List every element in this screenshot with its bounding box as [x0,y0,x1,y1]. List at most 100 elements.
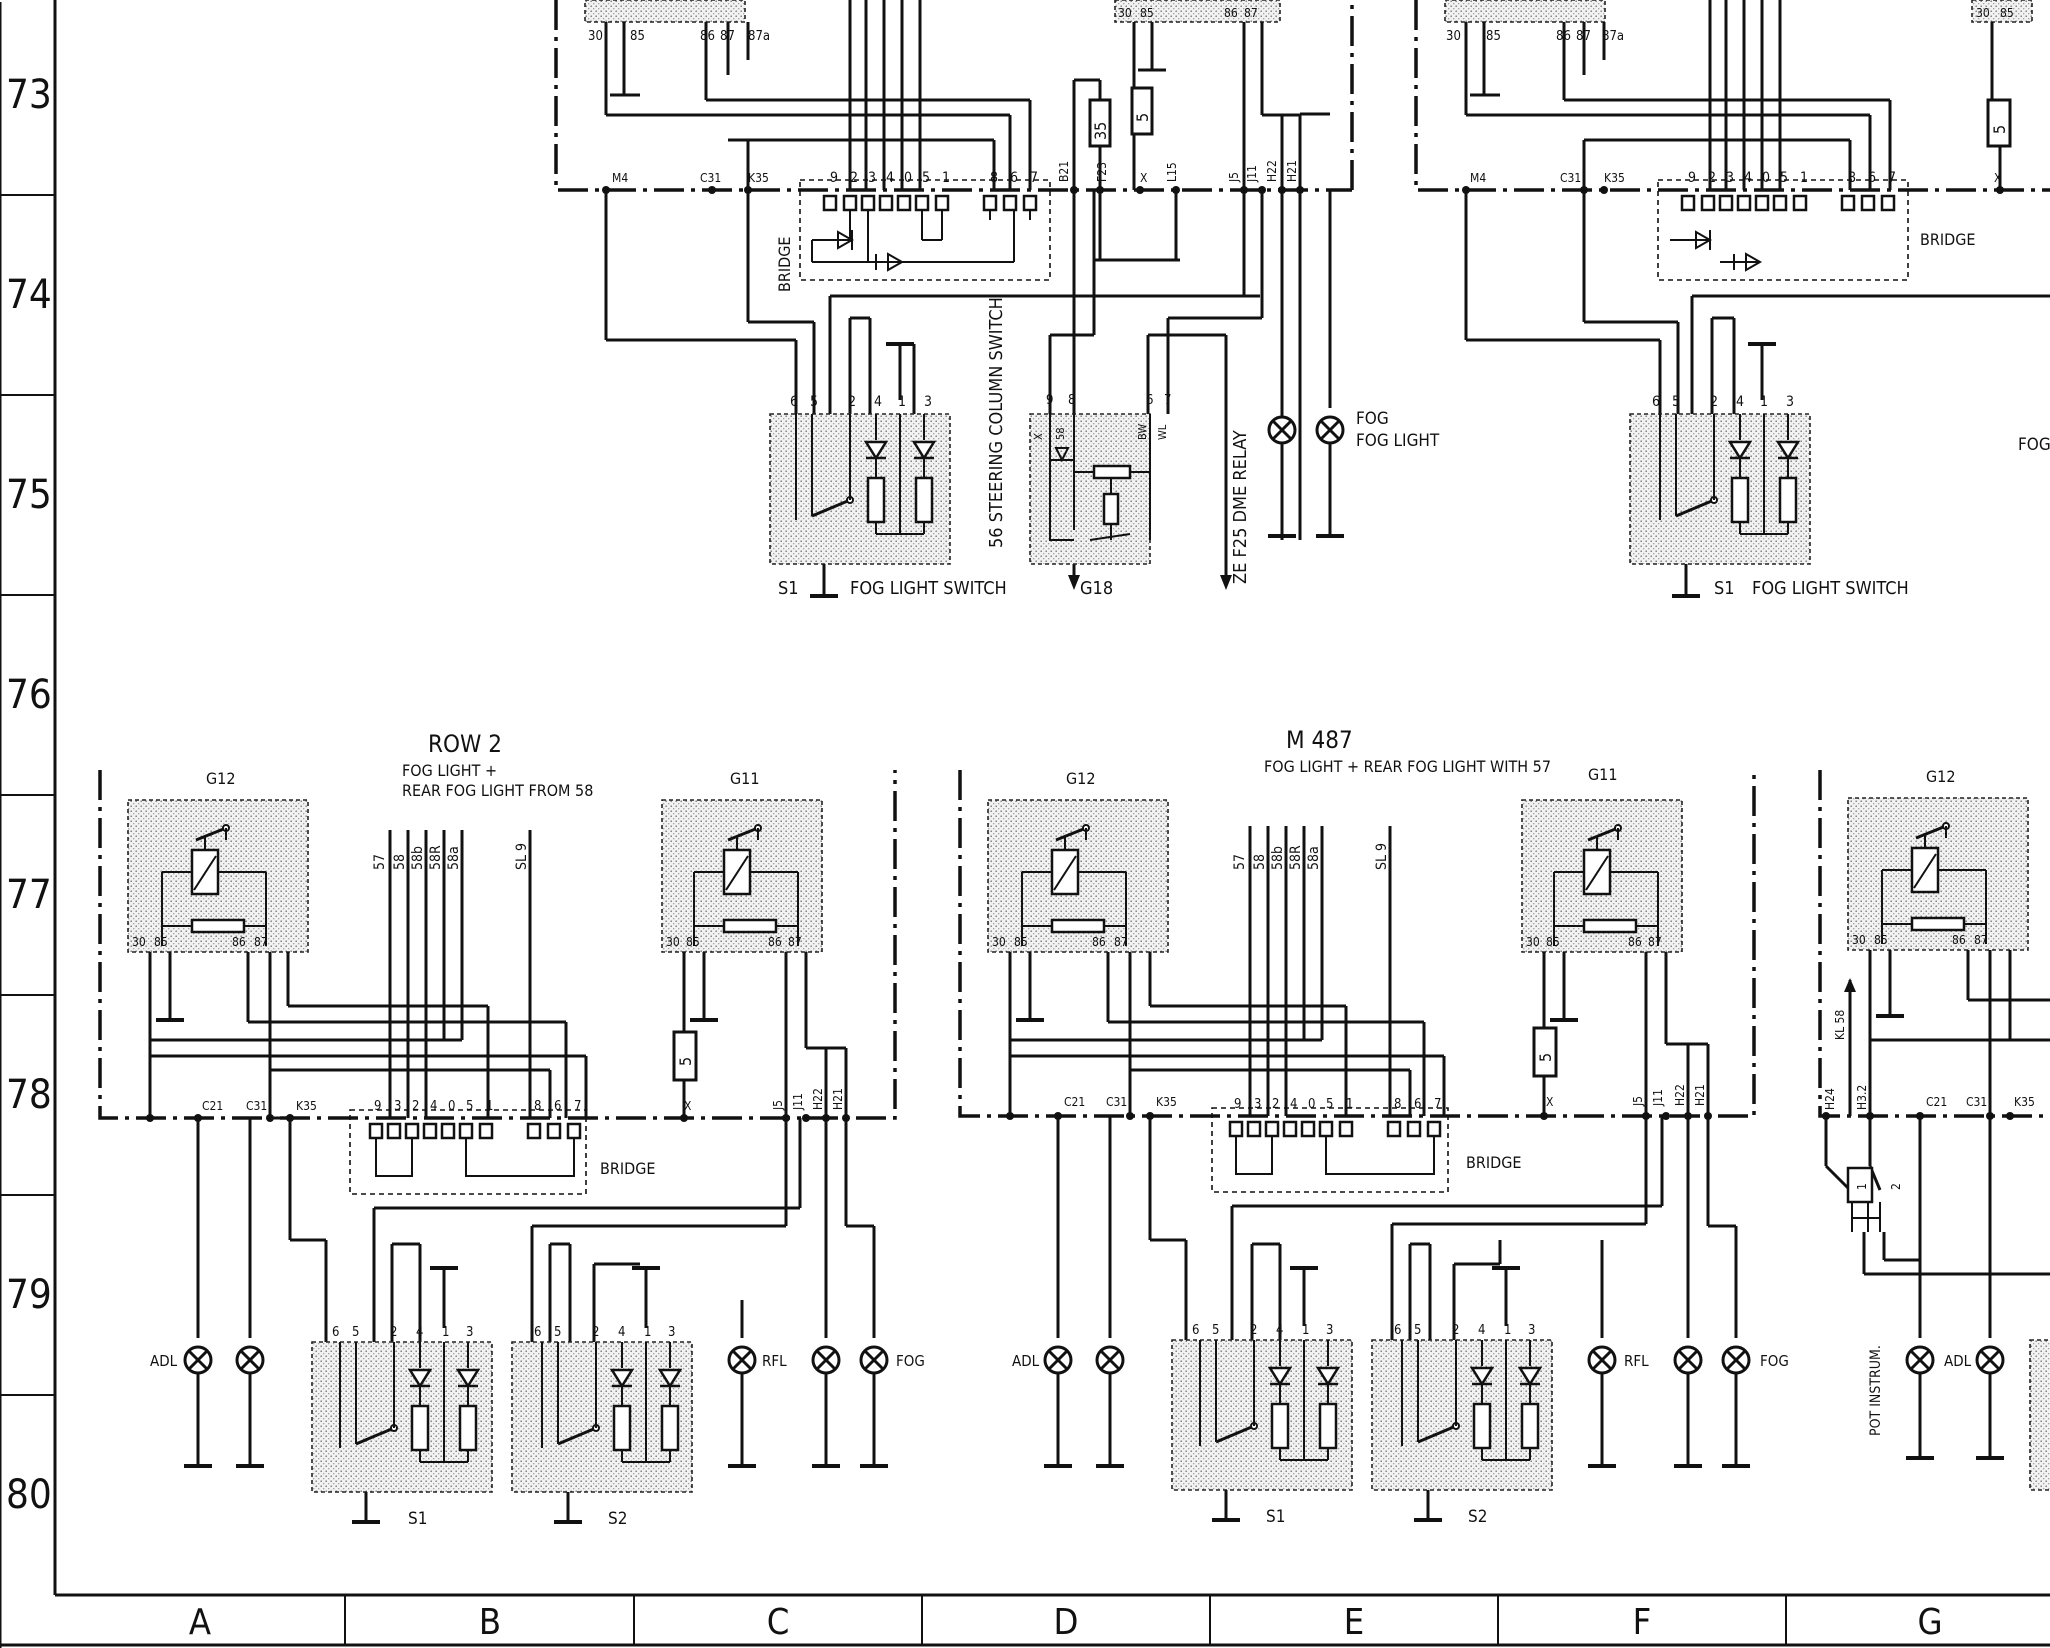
bridge-pin-label: 1 [486,1099,493,1114]
bridge-pin-label: 0 [448,1099,455,1114]
column-letter: E [1344,1602,1364,1643]
switch-pin-label: 5 [352,1325,359,1340]
component-label-g12: G12 [1066,769,1095,788]
g18-inner-label: X [1032,433,1045,440]
bus-label: 58 [1252,854,1268,870]
connector-label: H22 [1673,1084,1687,1106]
bridge-pin-label: 3 [1254,1097,1261,1112]
connector-label: K35 [1604,171,1625,185]
bus-label: 58R [1288,845,1304,870]
column-letter: B [479,1602,501,1643]
row-number: 74 [6,272,52,318]
switch-pin-label: 1 [898,394,906,410]
relay-pin-label: 30 [1976,6,1990,20]
bridge-pin-label: 7 [574,1099,581,1114]
m487-title: M 487 FOG LIGHT + REAR FOG LIGHT WITH 57 [1264,726,1551,776]
bridge-pin-label: 6 [1010,170,1018,186]
connector-label: C21 [1064,1095,1085,1109]
bus-label: 58b [410,846,426,870]
g18-inner-label: 58 [1054,427,1067,440]
column-letter: G [1917,1602,1942,1643]
connector-label: C31 [1560,171,1581,185]
row2-title: ROW 2 FOG LIGHT + REAR FOG LIGHT FROM 58 [402,730,593,800]
bridge-pin-label: 9 [830,170,838,186]
relay-pin-label: 85 [1014,935,1028,949]
connector-label: X [1140,171,1148,185]
bridge-label: BRIDGE [775,237,794,292]
lamp-label: RFL [1624,1352,1649,1370]
relay-pin-label: 85 [1874,933,1888,947]
connector-label: X [1994,171,2002,185]
relay-pin-label: 86 [1224,6,1238,20]
switch-pin-label: 5 [810,394,818,410]
g18-inner-label: BW [1136,424,1149,440]
switch-pin-label: 6 [1192,1323,1199,1338]
bridge-pin-label: 9 [374,1099,381,1114]
bridge-pin-label: 6 [554,1099,561,1114]
switch-pin-label: 5 [1414,1323,1421,1338]
connector-label: J11 [1245,165,1259,183]
switch-pin-label: 4 [1736,394,1744,410]
column-letters: A B C D E F G [189,1602,1943,1643]
bridge-pin-label: 5 [1326,1097,1333,1112]
connector-label: X [1546,1095,1554,1109]
column-letter: D [1054,1602,1079,1643]
component-label-s2: S2 [608,1509,627,1529]
connector-label: K35 [2014,1095,2035,1109]
row-numbers: 73 74 75 76 77 78 79 80 [6,72,52,1518]
switch-pin-label: 2 [1452,1323,1459,1338]
component-label-g12: G12 [206,769,235,788]
relay-pin-label: 85 [154,935,168,949]
relay-pin-label: 30 [666,935,680,949]
connector-label: K35 [1156,1095,1177,1109]
bridge-pin-label: 6 [1414,1097,1421,1112]
switch-pin-label: 4 [1276,1323,1283,1338]
bus-label: 58a [446,846,462,870]
connector-label: K35 [296,1099,317,1113]
switch-pin-label: 5 [1212,1323,1219,1338]
plug-pin-label: 1 [1855,1183,1869,1190]
relay-pin-label: 30 [1446,29,1461,44]
relay-pin-label: 86 [1628,935,1642,949]
relay-pin-label: 85 [1546,935,1560,949]
connector-label: H22 [1265,160,1279,182]
relay-pin-label: 30 [132,935,146,949]
bridge-pin-label: 4 [886,170,894,186]
relay-pin-label: 87 [254,935,268,949]
connector-label: J5 [771,1100,785,1111]
row-number: 75 [6,472,52,518]
bridge-pin-label: 4 [1744,170,1752,186]
bridge-pin-label: 2 [412,1099,419,1114]
component-label: FOG LIGHT SWITCH [850,578,1007,599]
relay-pin-label: 87 [1974,933,1988,947]
g18-pin-label: 9 [1046,393,1053,408]
switch-pin-label: 6 [790,394,798,410]
switch-pin-label: 4 [618,1325,625,1340]
resistor-label: 35 [1091,122,1110,140]
switch-pin-label: 2 [1710,394,1718,410]
bridge-label: BRIDGE [1466,1153,1521,1172]
bridge-pin-label: 2 [1708,170,1716,186]
bridge-pin-label: 6 [1868,170,1876,186]
relay-pin-label: 87 [1648,935,1662,949]
bridge-pin-label: 9 [1234,1097,1241,1112]
section-title: ROW 2 [428,730,502,758]
connector-label: H21 [831,1088,845,1110]
bus-label: 58b [1270,846,1286,870]
fog-lamp-label: FOG [2018,435,2050,455]
bridge-pin-label: 9 [1688,170,1696,186]
bridge-pin-label: 7 [1434,1097,1441,1112]
connector-label: C21 [1926,1095,1947,1109]
row-number: 79 [6,1272,52,1318]
bridge-pin-label: 8 [534,1099,541,1114]
resistor-label: 5 [1990,125,2009,134]
component-label-s1: S1 [778,578,799,599]
component-label-g11: G11 [730,769,759,788]
connector-label: J5 [1631,1096,1645,1107]
bus-label: 57 [1232,854,1248,870]
bridge-pin-label: 8 [1848,170,1856,186]
relay-pin-label: 85 [2000,6,2014,20]
connector-label: B21 [1057,161,1071,182]
switch-pin-label: 3 [1326,1323,1333,1338]
